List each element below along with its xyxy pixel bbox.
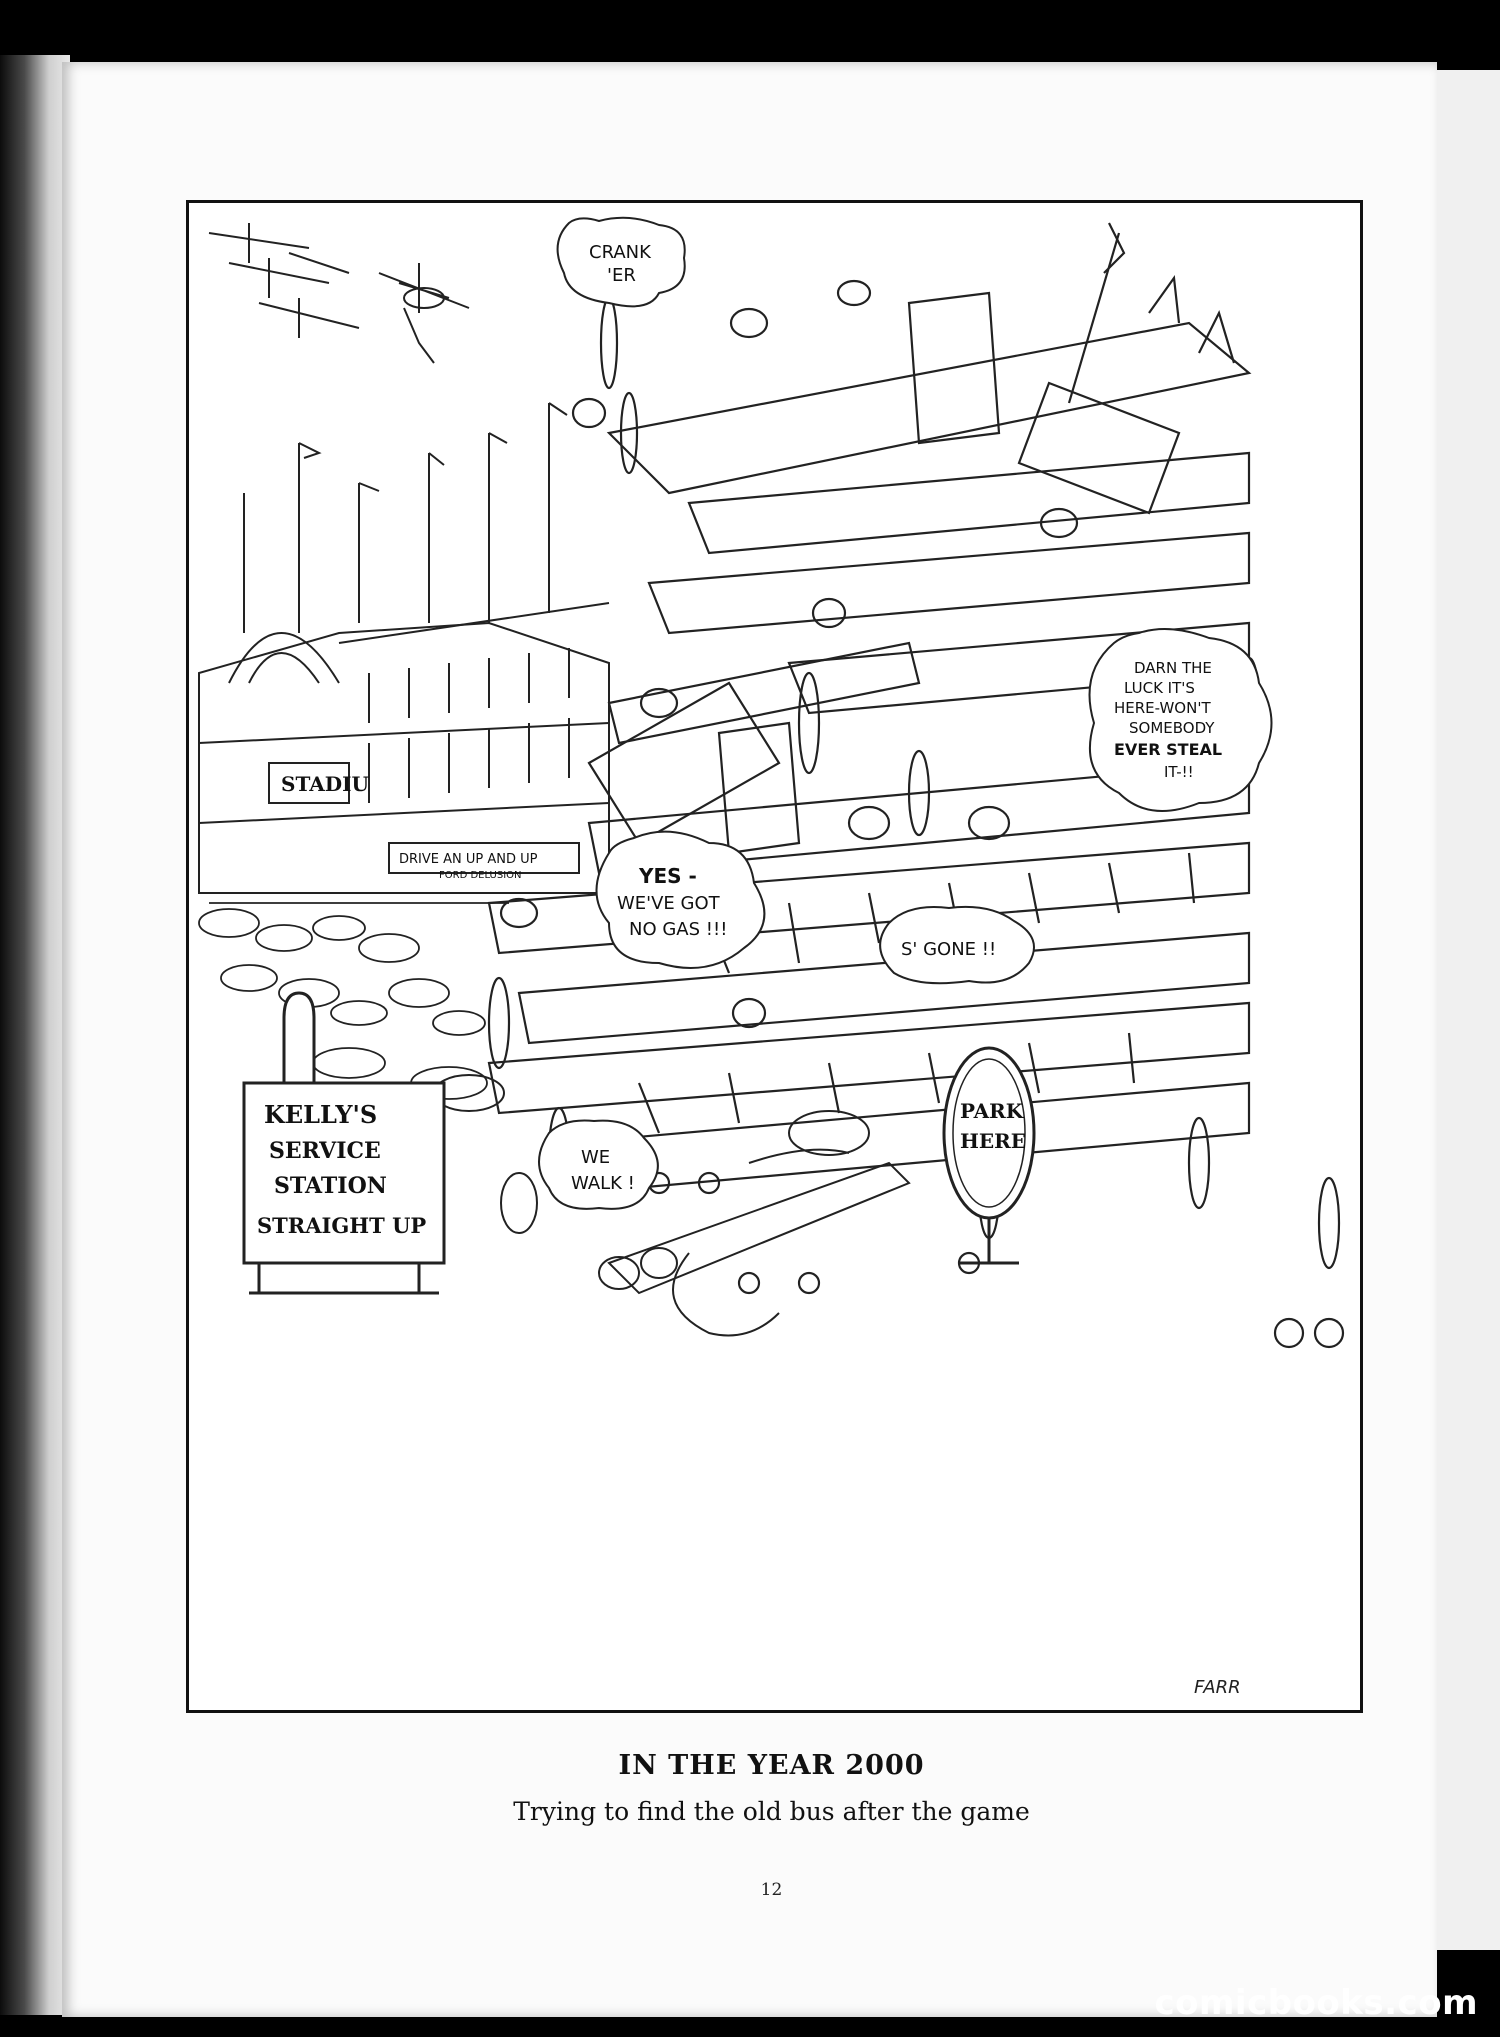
darn-line-4: SOMEBODY <box>1129 719 1215 737</box>
park-line-2: HERE <box>960 1129 1026 1153</box>
walk-line-2: WALK ! <box>571 1173 635 1194</box>
page-number: 12 <box>760 1880 783 1900</box>
darn-line-3: HERE-WON'T <box>1114 699 1211 717</box>
yes-line-3: NO GAS !!! <box>629 919 727 940</box>
park-here-sign: PARK HERE <box>942 1046 1036 1265</box>
stadium-sign: STADIU <box>281 772 369 796</box>
park-line-1: PARK <box>960 1099 1024 1123</box>
crank-line-2: 'ER <box>607 265 636 286</box>
running-crowd <box>198 902 509 1100</box>
walk-balloon: WE WALK ! <box>538 1119 659 1210</box>
book-spine <box>0 55 70 2015</box>
darn-line-6: IT-!! <box>1164 763 1194 781</box>
yes-balloon: YES - WE'VE GOT NO GAS !!! <box>595 830 766 969</box>
cartoon-panel: STADIU DRIVE AN UP AND UP FORD DELUSION <box>186 200 1363 1713</box>
flying-planes-sky <box>208 223 470 364</box>
drive-sign: DRIVE AN UP AND UP <box>399 852 538 867</box>
sgone-balloon: S' GONE !! <box>879 905 1035 985</box>
yes-line-2: WE'VE GOT <box>617 893 721 914</box>
crank-line-1: CRANK <box>589 242 652 263</box>
stadium-building <box>198 402 610 894</box>
darn-line-5: EVER STEAL <box>1114 740 1222 759</box>
kelly-line-4: STRAIGHT UP <box>257 1213 426 1238</box>
kelly-line-1: KELLY'S <box>264 1100 377 1129</box>
walk-line-1: WE <box>581 1147 610 1168</box>
cartoon-illustration: STADIU DRIVE AN UP AND UP FORD DELUSION <box>198 216 1345 1698</box>
kelly-line-2: SERVICE <box>269 1138 381 1164</box>
yes-line-1: YES - <box>638 864 697 888</box>
darn-line-1: DARN THE <box>1134 659 1212 677</box>
caption-subtitle: Trying to find the old bus after the gam… <box>513 1797 1030 1826</box>
crank-balloon: CRANK 'ER <box>556 216 686 308</box>
caption-title: IN THE YEAR 2000 <box>618 1750 925 1781</box>
darn-line-2: LUCK IT'S <box>1124 679 1195 697</box>
artist-signature: FARR <box>1194 1677 1241 1698</box>
darn-balloon: DARN THE LUCK IT'S HERE-WON'T SOMEBODY E… <box>1088 628 1273 812</box>
drive-sign-sub: FORD DELUSION <box>439 870 522 881</box>
kelly-sign: KELLY'S SERVICE STATION STRAIGHT UP <box>242 991 446 1295</box>
watermark-logo: comicbooks.com <box>1154 1983 1478 2023</box>
sgone-text: S' GONE !! <box>901 939 996 960</box>
kelly-line-3: STATION <box>274 1173 387 1199</box>
